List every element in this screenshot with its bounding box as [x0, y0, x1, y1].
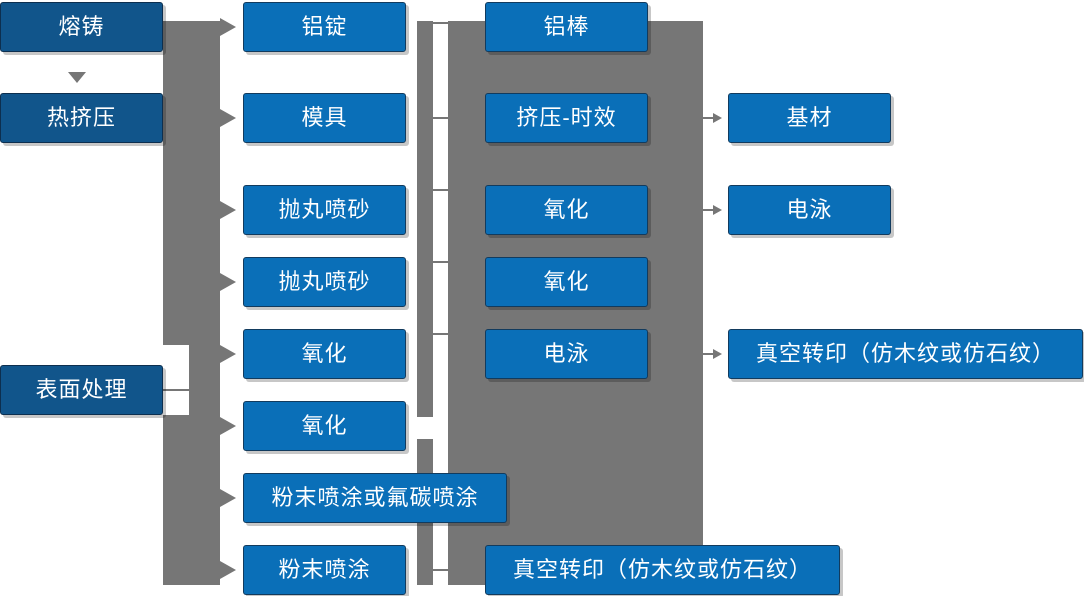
treatment-node-oxidation-2[interactable]: 氧化: [485, 257, 648, 307]
right-arrow-1: [713, 113, 722, 123]
stage-node-surface-treatment[interactable]: 表面处理: [0, 365, 163, 415]
left-arrow-7: [220, 489, 236, 507]
operation-node-mold[interactable]: 模具: [243, 93, 406, 143]
operation-node-label: 抛丸喷砂: [278, 197, 371, 222]
mid-notch-line-3b: [433, 189, 451, 191]
treatment-node-vacuum-transfer-printing[interactable]: 真空转印（仿木纹或仿石纹）: [485, 545, 840, 595]
stage-node-label: 表面处理: [35, 377, 128, 402]
left-arrow-2: [220, 109, 236, 127]
left-arrow-6: [220, 417, 236, 435]
mid-notch-line-2b: [433, 117, 451, 119]
treatment-node-label: 电泳: [543, 341, 590, 366]
mid-trunk-gap: [433, 21, 448, 585]
operation-node-label: 抛丸喷砂: [278, 269, 371, 294]
stage-3-notch: [163, 345, 189, 415]
operation-node-shot-blasting-1[interactable]: 抛丸喷砂: [243, 185, 406, 235]
operation-node-label: 铝锭: [301, 14, 348, 39]
treatment-node-label: 铝棒: [543, 14, 590, 39]
operation-node-aluminum-ingot[interactable]: 铝锭: [243, 2, 406, 52]
left-arrow-5: [220, 345, 236, 363]
treatment-node-label: 真空转印（仿木纹或仿石纹）: [512, 557, 812, 582]
product-node-label: 真空转印（仿木纹或仿石纹）: [755, 341, 1055, 366]
operation-node-label: 粉末喷涂或氟碳喷涂: [271, 485, 479, 510]
mid-notch-line-4b: [433, 261, 451, 263]
stage-down-arrow: [68, 72, 86, 83]
right-arrow-2: [713, 205, 722, 215]
operation-node-label: 粉末喷涂: [278, 557, 371, 582]
left-arrow-3: [220, 201, 236, 219]
left-arrow-1: [220, 18, 236, 36]
product-node-label: 电泳: [786, 197, 833, 222]
right-arrow-line-3: [703, 353, 715, 355]
treatment-node-label: 氧化: [543, 269, 590, 294]
operation-node-label: 模具: [301, 105, 348, 130]
operation-node-oxidation-2[interactable]: 氧化: [243, 401, 406, 451]
operation-node-powder-or-fluorocarbon-coating[interactable]: 粉末喷涂或氟碳喷涂: [243, 473, 507, 523]
stage-node-hot-extrusion[interactable]: 热挤压: [0, 93, 163, 143]
left-trunk-bar: [163, 21, 220, 585]
mid-trunk-bar: [417, 21, 433, 585]
right-arrow-line-2: [703, 209, 715, 211]
operation-node-label: 氧化: [301, 341, 348, 366]
mid-notch-line-6b: [433, 569, 451, 571]
product-node-label: 基材: [786, 105, 833, 130]
operation-node-shot-blasting-2[interactable]: 抛丸喷砂: [243, 257, 406, 307]
treatment-node-electrophoresis[interactable]: 电泳: [485, 329, 648, 379]
mid-notch-line-5b: [433, 333, 451, 335]
left-arrow-4: [220, 273, 236, 291]
product-node-substrate[interactable]: 基材: [728, 93, 891, 143]
stage-node-melt-cast[interactable]: 熔铸: [0, 2, 163, 52]
right-arrow-3: [713, 349, 722, 359]
right-arrow-line-1: [703, 117, 715, 119]
operation-node-oxidation-1[interactable]: 氧化: [243, 329, 406, 379]
stage-3-link-line: [163, 389, 203, 391]
mid-trunk-break: [417, 417, 433, 439]
treatment-node-extrusion-aging[interactable]: 挤压-时效: [485, 93, 648, 143]
operation-node-label: 氧化: [301, 413, 348, 438]
product-node-vacuum-transfer-printing[interactable]: 真空转印（仿木纹或仿石纹）: [728, 329, 1083, 379]
treatment-node-label: 挤压-时效: [516, 105, 617, 130]
stage-node-label: 熔铸: [58, 14, 105, 39]
mid-notch-line-1b: [433, 22, 451, 24]
product-node-electrophoresis[interactable]: 电泳: [728, 185, 891, 235]
stage-node-label: 热挤压: [46, 105, 116, 130]
treatment-node-label: 氧化: [543, 197, 590, 222]
treatment-node-oxidation-1[interactable]: 氧化: [485, 185, 648, 235]
operation-node-powder-coating[interactable]: 粉末喷涂: [243, 545, 406, 595]
left-arrow-8: [220, 561, 236, 579]
treatment-node-aluminum-bar[interactable]: 铝棒: [485, 2, 648, 52]
